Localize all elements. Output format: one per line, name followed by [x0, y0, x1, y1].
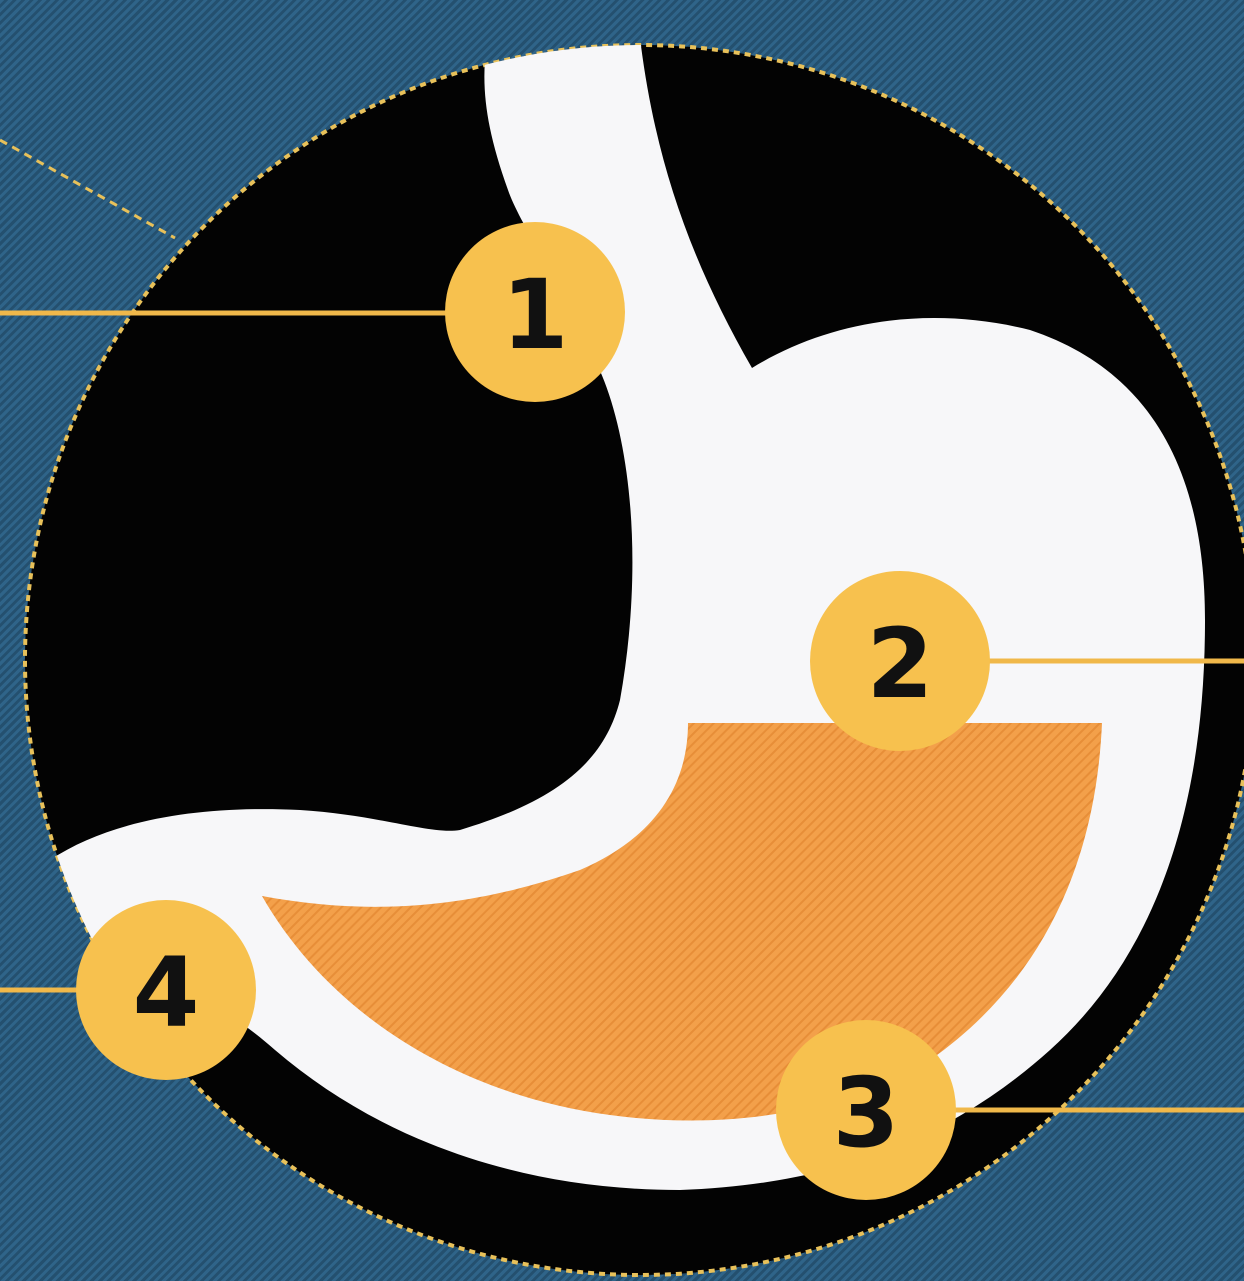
pointer-line — [0, 140, 175, 238]
marker-1-number: 1 — [502, 259, 569, 371]
marker-1[interactable]: 1 — [445, 222, 625, 402]
marker-2[interactable]: 2 — [810, 571, 990, 751]
marker-4-number: 4 — [133, 937, 200, 1049]
marker-2-number: 2 — [867, 608, 934, 720]
marker-3-number: 3 — [833, 1057, 900, 1169]
marker-3[interactable]: 3 — [776, 1020, 956, 1200]
marker-4[interactable]: 4 — [76, 900, 256, 1080]
